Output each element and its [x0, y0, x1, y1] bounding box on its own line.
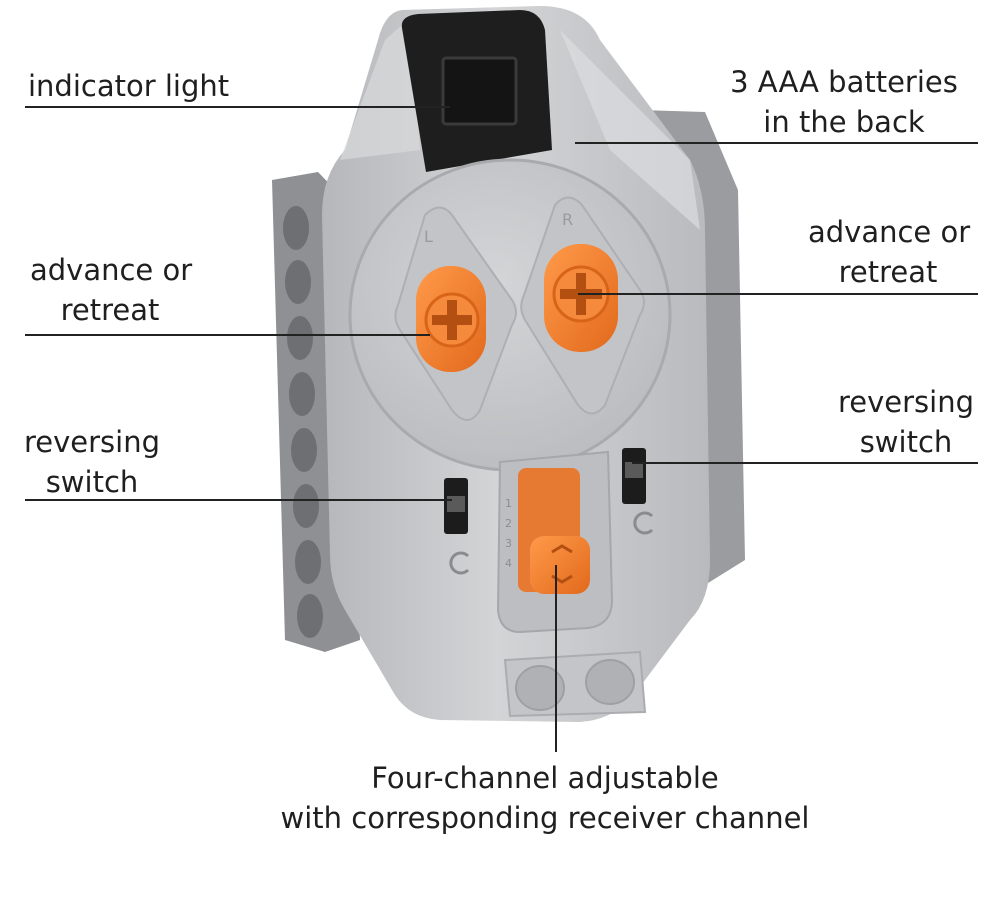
batteries-label: 3 AAA batteries in the back — [730, 62, 958, 142]
advance-right-label: advance or retreat — [808, 212, 971, 292]
advance-left-line2: retreat — [60, 293, 160, 327]
reversing-right-line2: switch — [859, 425, 953, 459]
channel-line2: with corresponding receiver channel — [280, 801, 810, 835]
advance-left-line1: advance or — [30, 253, 193, 287]
channel-number: 3 — [505, 537, 512, 550]
reversing-left-line1: reversing — [23, 425, 160, 459]
advance-right-line2: retreat — [838, 255, 938, 289]
stud-left — [515, 665, 565, 711]
advance-left-label: advance or retreat — [30, 250, 193, 330]
indicator-light — [441, 56, 518, 126]
reversing-right-line1: reversing — [837, 385, 974, 419]
reversing-right-label: reversing switch — [836, 382, 976, 462]
stud-right — [585, 659, 635, 705]
channel-number: 2 — [505, 517, 512, 530]
channel-number: 4 — [505, 557, 512, 570]
reversing-left-line2: switch — [45, 465, 139, 499]
channel-numbers: 1 2 3 4 — [505, 494, 519, 574]
advance-right-line1: advance or — [808, 215, 971, 249]
button-left-mark: L — [424, 227, 433, 246]
batteries-line1: 3 AAA batteries — [730, 65, 958, 99]
button-right-mark: R — [562, 210, 574, 229]
channel-number: 1 — [505, 497, 512, 510]
channel-line1: Four-channel adjustable — [371, 761, 719, 795]
channel-selector-knob — [530, 536, 590, 594]
indicator-light-label: indicator light — [28, 69, 230, 103]
channel-label: Four-channel adjustable with correspondi… — [280, 758, 810, 838]
batteries-line2: in the back — [763, 105, 925, 139]
left-lever-button — [416, 266, 486, 372]
reversing-left-label: reversing switch — [22, 422, 162, 502]
right-lever-button — [544, 244, 618, 352]
